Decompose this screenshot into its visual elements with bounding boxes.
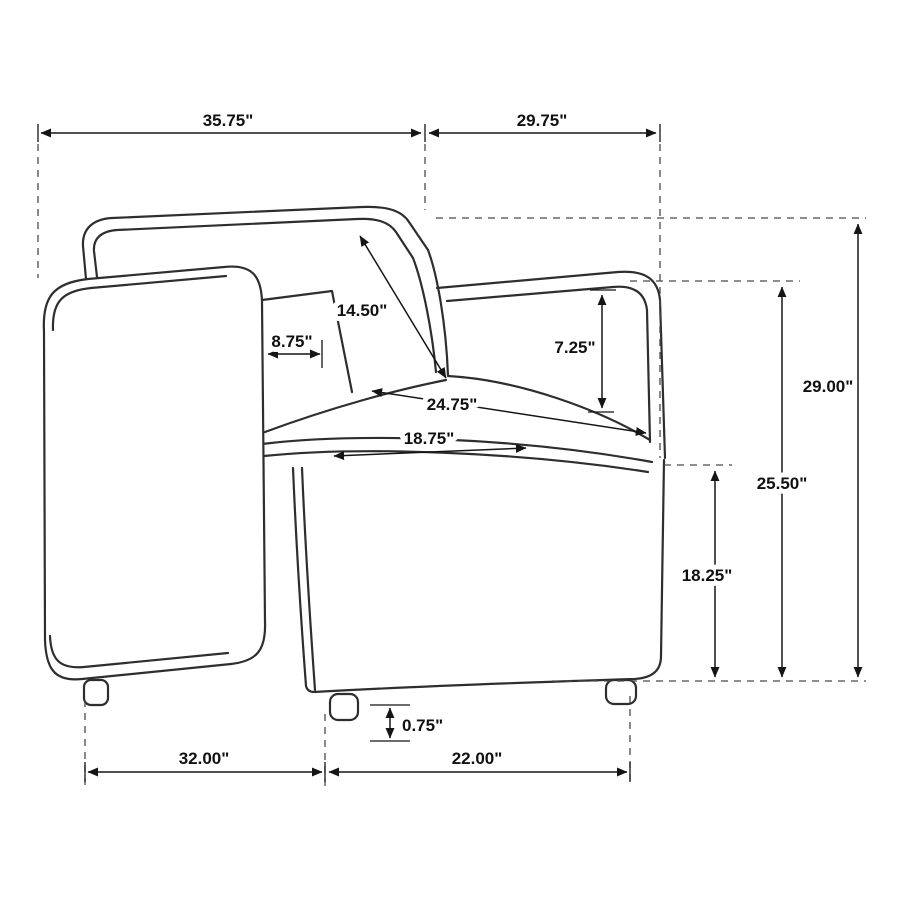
chair-right-arm bbox=[435, 270, 667, 460]
dim-label-base-width: 32.00" bbox=[179, 749, 230, 768]
chair-right-arm-inner-line bbox=[445, 285, 652, 444]
dim-label-overall-height: 29.00" bbox=[803, 377, 854, 396]
dim-label-seat-diagonal: 24.75" bbox=[427, 395, 478, 414]
dim-label-overall-depth: 29.75" bbox=[517, 111, 568, 130]
chair-seat-front-lip bbox=[262, 450, 650, 474]
dim-base-depth: 22.00" bbox=[328, 744, 628, 777]
dim-label-seat-side-height: 18.25" bbox=[682, 566, 733, 585]
chair-left-arm-inner-edge bbox=[260, 289, 354, 394]
chair-seat-back-edge bbox=[263, 378, 448, 434]
dim-label-arm-height: 25.50" bbox=[757, 474, 808, 493]
dim-foot-height: 0.75" bbox=[385, 707, 448, 740]
chair-foot-right bbox=[604, 678, 638, 706]
dim-label-foot-height: 0.75" bbox=[402, 716, 443, 735]
dim-overall-height: 29.00" bbox=[798, 223, 863, 678]
dim-seat-side-height: 18.25" bbox=[677, 470, 737, 678]
dim-overall-depth: 29.75" bbox=[428, 106, 657, 138]
dim-arm-thickness: 8.75" bbox=[266, 327, 321, 359]
chair-illustration bbox=[42, 205, 667, 722]
extension-lines bbox=[37, 124, 866, 786]
dim-label-back-diagonal: 14.50" bbox=[337, 301, 388, 320]
dim-arm-height: 25.50" bbox=[752, 286, 812, 678]
dim-overall-width: 35.75" bbox=[40, 106, 422, 138]
dim-label-arm-thickness: 8.75" bbox=[271, 332, 312, 351]
dim-label-overall-width: 35.75" bbox=[203, 111, 254, 130]
dim-base-width: 32.00" bbox=[87, 744, 323, 777]
chair-front-base bbox=[291, 458, 666, 694]
chair-front-base-piping bbox=[300, 466, 317, 692]
chair-seat-front-edge bbox=[260, 436, 654, 464]
dim-label-arm-inner-height: 7.25" bbox=[554, 338, 595, 357]
chair-left-arm-panel bbox=[42, 265, 267, 681]
chair-left-arm-piping-top bbox=[51, 274, 228, 332]
chair-foot-front bbox=[328, 692, 360, 722]
dim-label-seat-width: 18.75" bbox=[404, 429, 455, 448]
chair-left-arm-piping-bottom bbox=[48, 634, 230, 669]
dim-label-base-depth: 22.00" bbox=[452, 749, 503, 768]
chair-foot-left bbox=[82, 678, 110, 707]
dim-arm-inner-height: 7.25" bbox=[549, 294, 607, 409]
